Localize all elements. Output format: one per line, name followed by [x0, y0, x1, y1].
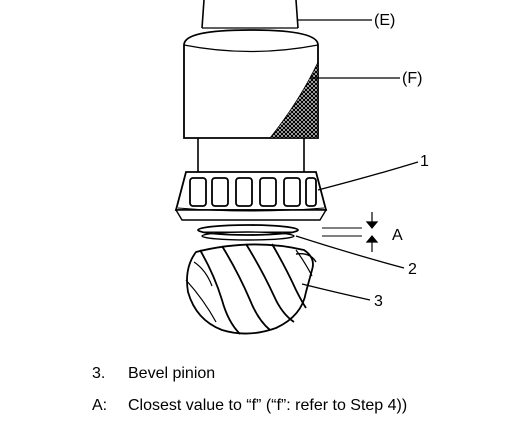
bearing-cone [174, 171, 328, 221]
legend-key: A: [92, 397, 108, 414]
label-3: 3 [374, 293, 383, 310]
label-E: (E) [374, 12, 395, 29]
label-F: (F) [402, 70, 422, 87]
tool-body [183, 29, 319, 172]
legend-key: 3. [92, 365, 106, 382]
bevel-pinion [185, 243, 317, 335]
bevel-pinion-diagram: (E) (F) 1 A 2 3 [174, 0, 429, 335]
dimension-A [322, 212, 379, 252]
knurled-grip [269, 61, 319, 139]
legend-item-dimension-A: A: Closest value to “f” (“f”: refer to St… [92, 396, 407, 416]
legend-item-bevel-pinion: 3. Bevel pinion [92, 364, 215, 384]
legend-text: Bevel pinion [128, 365, 216, 382]
label-1: 1 [420, 153, 429, 170]
tool-shaft [201, 0, 299, 29]
shim-washer [197, 224, 299, 241]
label-2: 2 [408, 261, 417, 278]
legend-text: Closest value to “f” (“f”: refer to Step… [128, 397, 408, 414]
label-A: A [392, 227, 403, 244]
bearing-rollers [189, 177, 317, 207]
leader-lines [295, 19, 419, 301]
